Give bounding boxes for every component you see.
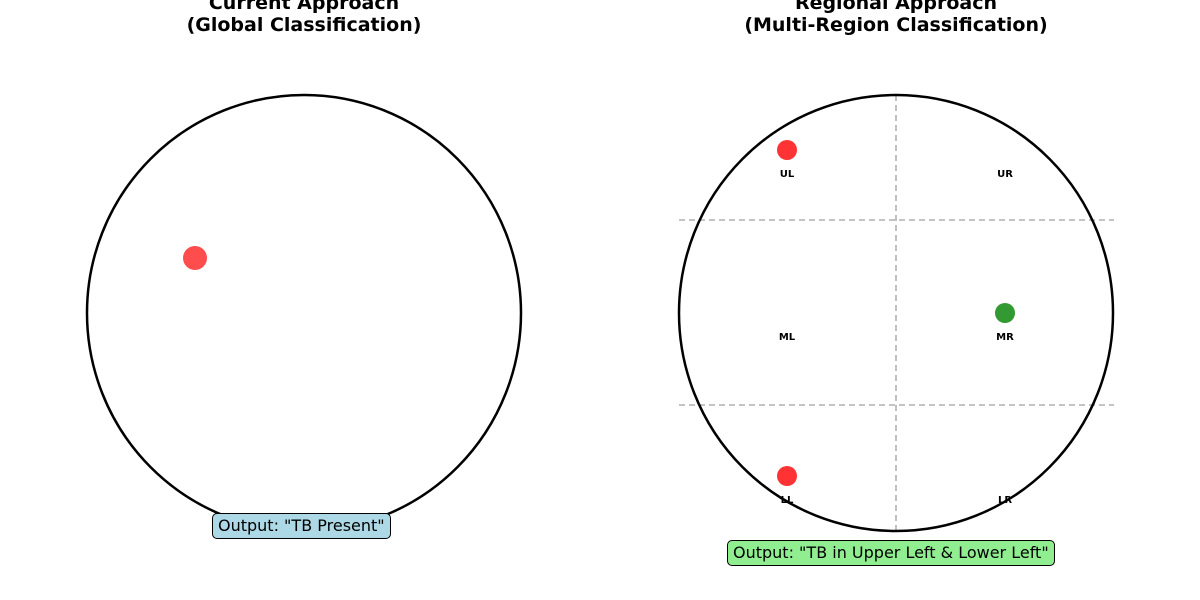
left-lung-outline: [85, 93, 523, 533]
left-title-line2: (Global Classification): [186, 14, 422, 36]
right-title-line1: Regional Approach: [794, 0, 998, 14]
region-ll-marker: [777, 466, 797, 486]
region-label-ll: LL: [781, 495, 794, 506]
region-mr-marker: [995, 303, 1015, 323]
region-label-lr: LR: [998, 495, 1012, 506]
right-title-line2: (Multi-Region Classification): [744, 14, 1048, 36]
right-lung-outline: [677, 93, 1115, 533]
left-output-box: Output: "TB Present": [212, 513, 391, 539]
region-ul-marker: [777, 140, 797, 160]
region-label-ul: UL: [780, 169, 795, 180]
left-title-line1: Current Approach: [208, 0, 400, 14]
left-panel-title: Current Approach (Global Classification): [104, 0, 504, 36]
region-label-mr: MR: [996, 332, 1014, 343]
region-label-ml: ML: [779, 332, 796, 343]
right-output-box: Output: "TB in Upper Left & Lower Left": [727, 540, 1055, 566]
region-label-ur: UR: [997, 169, 1013, 180]
left-tb-lesion: [183, 246, 207, 270]
right-panel-title: Regional Approach (Multi-Region Classifi…: [696, 0, 1096, 36]
